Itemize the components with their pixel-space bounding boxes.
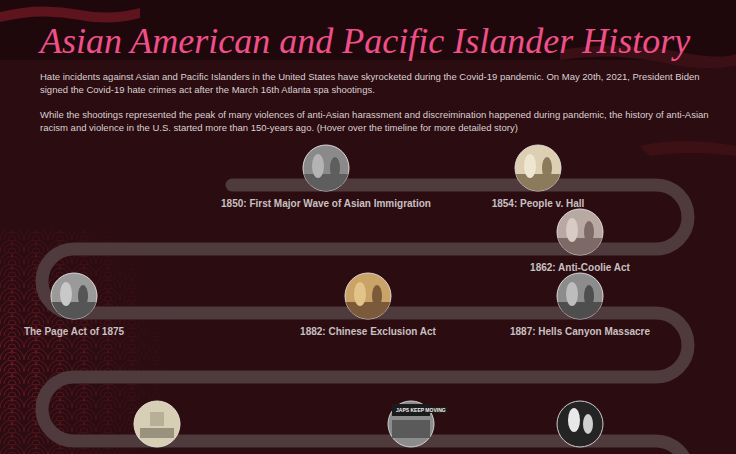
event-label: 1854: People v. Hall [492, 198, 585, 210]
photo-circle [344, 272, 392, 320]
photo-circle [557, 401, 603, 447]
event-label: 1887: Hells Canyon Massacre [510, 326, 650, 338]
intro-paragraph: While the shootings represented the peak… [40, 108, 726, 134]
photo-circle [302, 144, 350, 192]
event-label: 1862: Anti-Coolie Act [530, 262, 630, 274]
event-label: The Page Act of 1875 [24, 326, 124, 338]
photo-circle [556, 208, 604, 256]
event-label: 1850: First Major Wave of Asian Immigrat… [221, 198, 431, 210]
timeline-track [42, 185, 688, 454]
scale-pattern [0, 230, 200, 454]
timeline-event: 1850: First Major Wave of Asian Immigrat… [221, 144, 431, 210]
photo-circle [556, 272, 604, 320]
event-label: 1882: Chinese Exclusion Act [300, 326, 436, 338]
intro-paragraph: Hate incidents against Asian and Pacific… [40, 70, 726, 96]
cloud-wave [0, 6, 140, 22]
sign-text: JAPS KEEP MOVING [395, 407, 447, 413]
timeline-event: The Page Act of 1875 [24, 272, 124, 338]
timeline-event: 1862: Anti-Coolie Act [530, 208, 630, 274]
photo-circle [514, 144, 562, 192]
photo-circle [50, 272, 98, 320]
timeline-event: 1887: Hells Canyon Massacre [510, 272, 650, 338]
timeline-event: 1882: Chinese Exclusion Act [300, 272, 436, 338]
timeline-event: 1854: People v. Hall [492, 144, 585, 210]
photo-circle [134, 401, 180, 447]
cloud-wave [640, 141, 736, 156]
title: Asian American and Pacific Islander Hist… [40, 20, 690, 62]
